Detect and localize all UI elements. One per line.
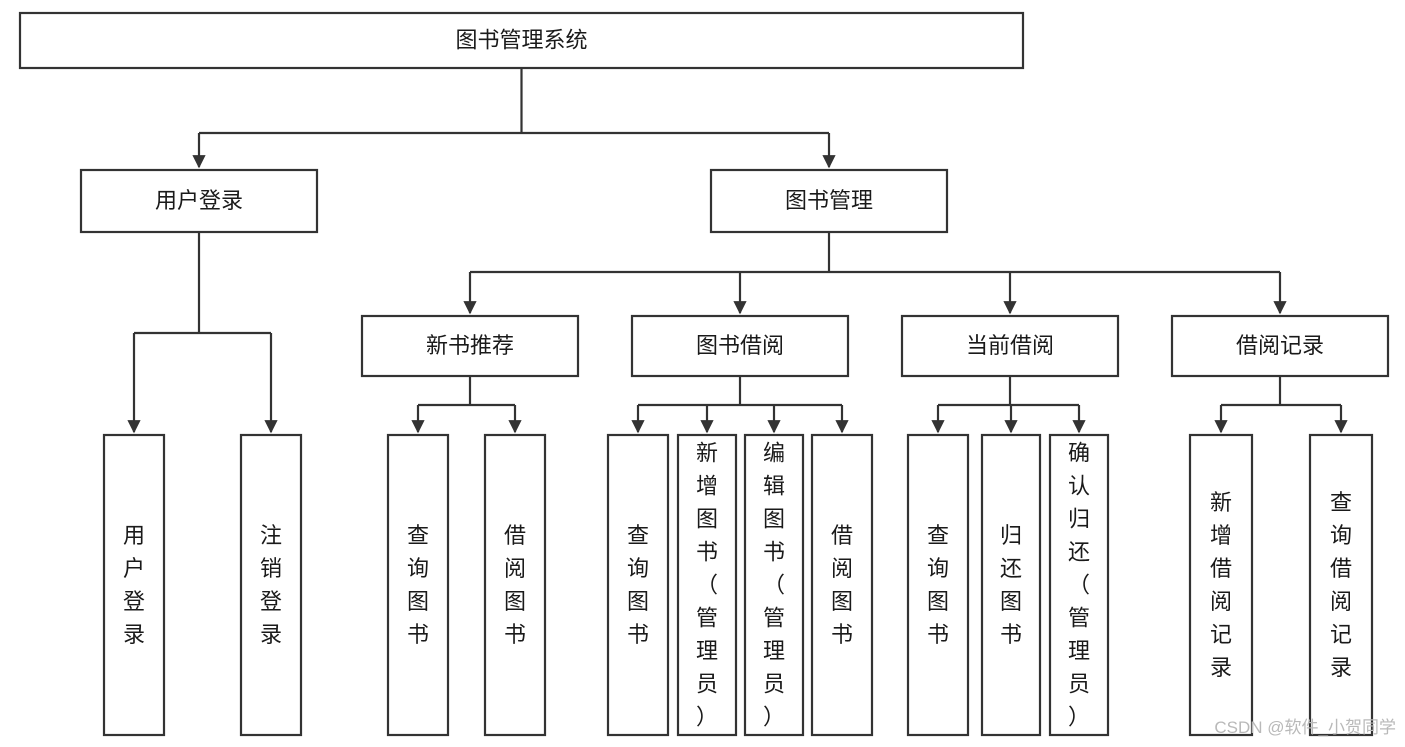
node-leaf-query-record[interactable]: 查询借阅记录 <box>1308 433 1374 737</box>
node-box-leaf-borrow-book-2 <box>810 433 874 737</box>
node-box-user-login <box>79 168 319 234</box>
node-label-leaf-add-record: 新增借阅记录 <box>1210 490 1232 680</box>
connectors-layer <box>127 68 1348 434</box>
node-book-manage[interactable]: 图书管理 <box>709 168 949 234</box>
csdn-watermark: CSDN @软件_小贺同学 <box>1214 718 1396 737</box>
node-book-borrow[interactable]: 图书借阅 <box>630 314 850 378</box>
node-box-leaf-query-book-3 <box>906 433 970 737</box>
node-new-book-rec[interactable]: 新书推荐 <box>360 314 580 378</box>
node-leaf-user-login[interactable]: 用户登录 <box>102 433 166 737</box>
node-leaf-return-book[interactable]: 归还图书 <box>980 433 1042 737</box>
node-box-book-borrow <box>630 314 850 378</box>
node-box-leaf-confirm-return <box>1048 433 1110 737</box>
node-label-leaf-confirm-return: 确认归还（管理员） <box>1068 440 1090 729</box>
node-label-leaf-edit-book: 编辑图书（管理员） <box>763 440 785 729</box>
node-box-leaf-add-record <box>1188 433 1254 737</box>
node-leaf-borrow-book-1[interactable]: 借阅图书 <box>483 433 547 737</box>
node-box-leaf-borrow-book-1 <box>483 433 547 737</box>
node-label-new-book-rec: 新书推荐 <box>426 333 514 358</box>
node-label-book-borrow: 图书借阅 <box>696 333 784 358</box>
node-label-leaf-query-book-3: 查询图书 <box>927 523 949 647</box>
node-leaf-logout[interactable]: 注销登录 <box>239 433 303 737</box>
node-label-current-borrow: 当前借阅 <box>966 333 1054 358</box>
node-box-book-manage <box>709 168 949 234</box>
node-label-leaf-logout: 注销登录 <box>260 523 282 647</box>
node-label-leaf-borrow-book-1: 借阅图书 <box>504 523 526 647</box>
node-label-leaf-add-book: 新增图书（管理员） <box>696 440 718 729</box>
node-current-borrow[interactable]: 当前借阅 <box>900 314 1120 378</box>
nodes-layer: 图书管理系统用户登录图书管理新书推荐图书借阅当前借阅借阅记录用户登录注销登录查询… <box>18 11 1390 737</box>
node-box-root <box>18 11 1025 70</box>
node-label-leaf-query-record: 查询借阅记录 <box>1330 490 1352 680</box>
node-leaf-edit-book[interactable]: 编辑图书（管理员） <box>743 433 805 737</box>
node-box-leaf-logout <box>239 433 303 737</box>
node-label-leaf-query-book-2: 查询图书 <box>627 523 649 647</box>
node-label-leaf-return-book: 归还图书 <box>1000 523 1022 647</box>
node-label-user-login: 用户登录 <box>155 188 243 213</box>
node-label-leaf-query-book-1: 查询图书 <box>407 523 429 647</box>
node-box-leaf-query-book-2 <box>606 433 670 737</box>
node-box-leaf-user-login <box>102 433 166 737</box>
node-box-leaf-query-book-1 <box>386 433 450 737</box>
node-leaf-add-book[interactable]: 新增图书（管理员） <box>676 433 738 737</box>
node-box-leaf-edit-book <box>743 433 805 737</box>
node-box-borrow-record <box>1170 314 1390 378</box>
node-user-login[interactable]: 用户登录 <box>79 168 319 234</box>
node-label-root: 图书管理系统 <box>455 27 587 52</box>
node-box-new-book-rec <box>360 314 580 378</box>
node-box-leaf-return-book <box>980 433 1042 737</box>
node-leaf-query-book-3[interactable]: 查询图书 <box>906 433 970 737</box>
node-label-borrow-record: 借阅记录 <box>1236 333 1324 358</box>
node-label-leaf-borrow-book-2: 借阅图书 <box>831 523 853 647</box>
node-box-leaf-query-record <box>1308 433 1374 737</box>
node-box-current-borrow <box>900 314 1120 378</box>
node-box-leaf-add-book <box>676 433 738 737</box>
node-root[interactable]: 图书管理系统 <box>18 11 1025 70</box>
node-leaf-borrow-book-2[interactable]: 借阅图书 <box>810 433 874 737</box>
node-label-leaf-user-login: 用户登录 <box>123 523 145 647</box>
node-label-book-manage: 图书管理 <box>785 188 873 213</box>
node-leaf-confirm-return[interactable]: 确认归还（管理员） <box>1048 433 1110 737</box>
node-leaf-query-book-1[interactable]: 查询图书 <box>386 433 450 737</box>
node-leaf-query-book-2[interactable]: 查询图书 <box>606 433 670 737</box>
node-borrow-record[interactable]: 借阅记录 <box>1170 314 1390 378</box>
node-leaf-add-record[interactable]: 新增借阅记录 <box>1188 433 1254 737</box>
